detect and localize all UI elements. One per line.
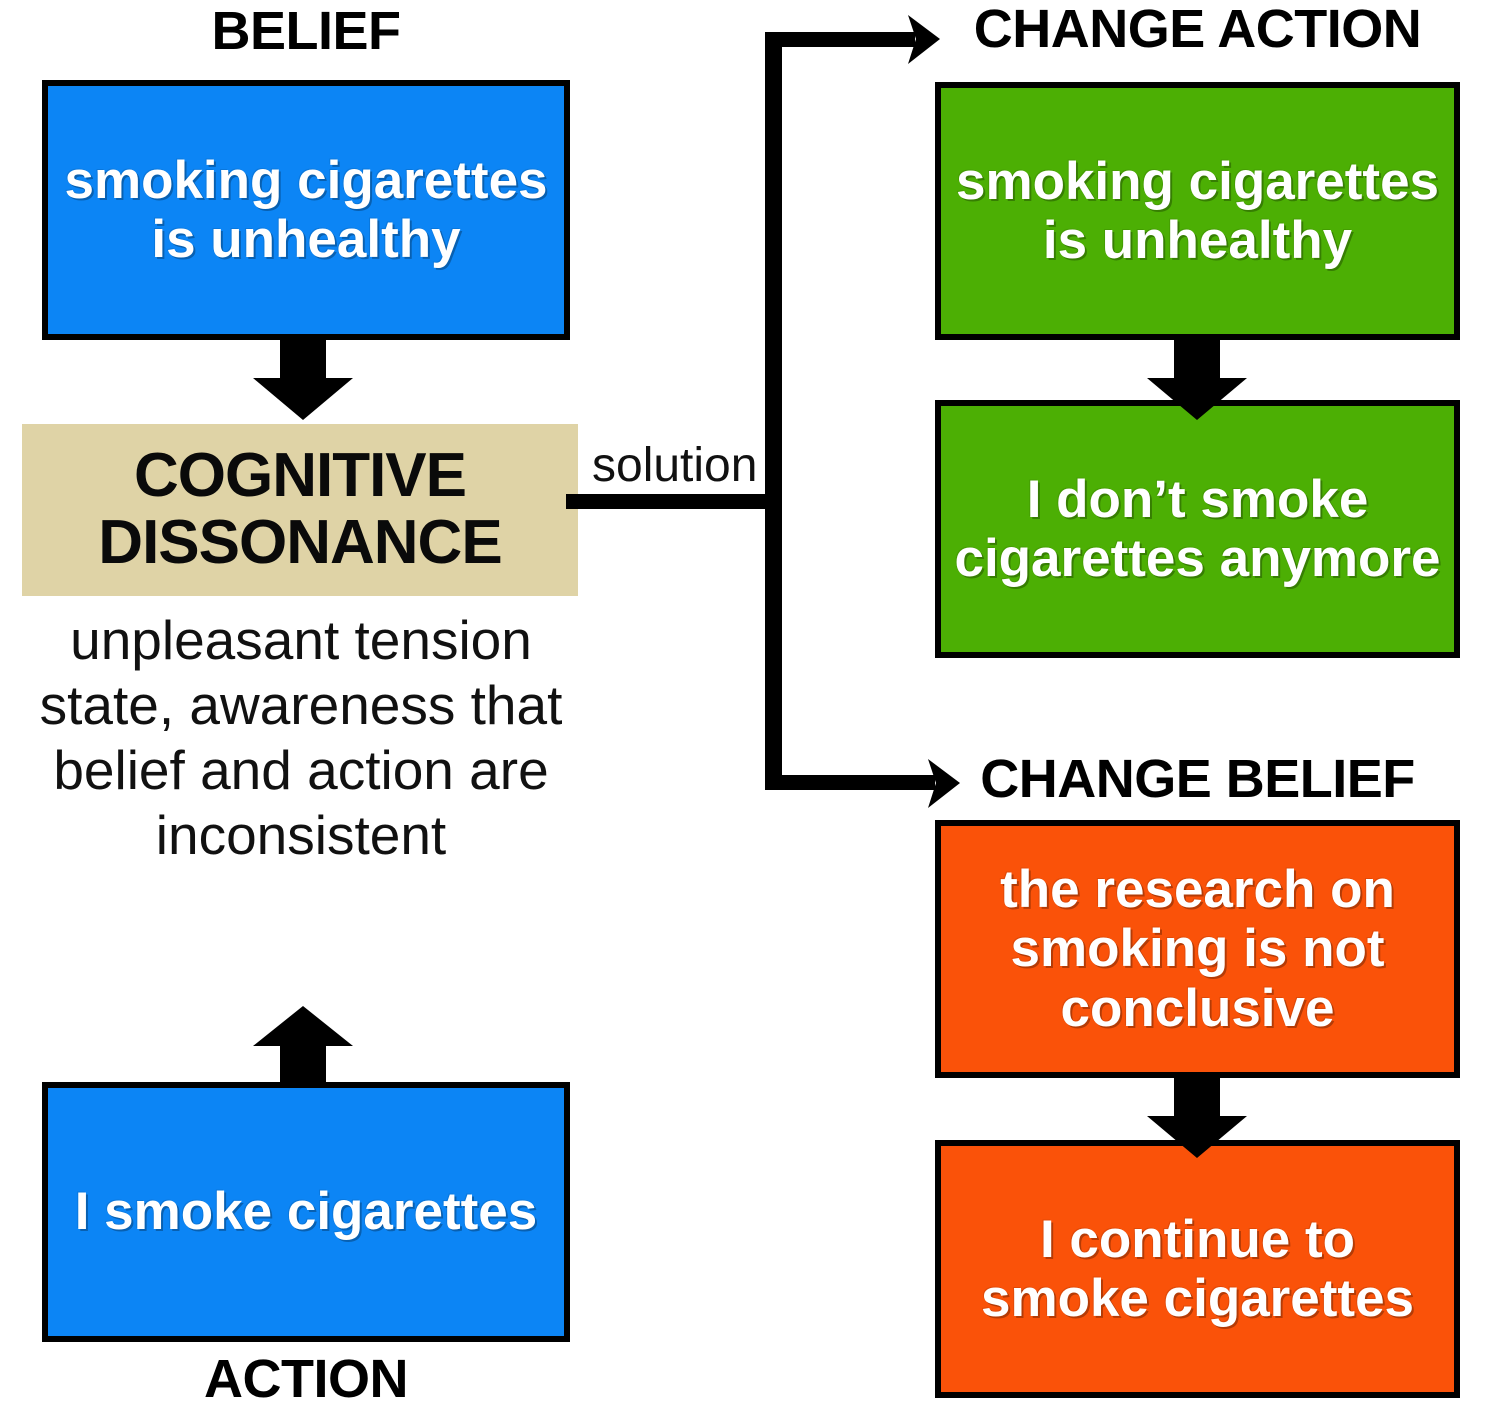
change-belief-behavior-box: I continue to smoke cigarettes [935,1140,1460,1398]
arrow-solution-branch [566,15,960,808]
change-belief-section-label: CHANGE BELIEF [980,749,1415,809]
belief-box: smoking cigarettes is unhealthy [42,80,570,340]
cognitive-dissonance-description: unpleasant tension state, awareness that… [39,609,563,866]
change-action-behavior-box: I don’t smoke cigarettes anymore [935,400,1460,658]
change-belief-belief-box: the research on smoking is not conclusiv… [935,820,1460,1078]
change-action-belief-box: smoking cigarettes is unhealthy [935,82,1460,340]
belief-box-text: smoking cigarettes is unhealthy [64,150,548,269]
change-action-section-label: CHANGE ACTION [973,0,1422,59]
arrow-belief-to-dissonance [253,338,353,420]
change-belief-behavior-text: I continue to smoke cigarettes [980,1209,1415,1328]
change-action-behavior-text: I don’t smoke cigarettes anymore [954,469,1441,588]
cognitive-dissonance-box: COGNITIVE DISSONANCE [22,424,578,596]
action-section-label: ACTION [204,1349,408,1409]
action-box-text: I smoke cigarettes [74,1182,538,1242]
change-belief-belief-text: the research on smoking is not conclusiv… [1000,859,1395,1038]
cognitive-dissonance-heading-line2: DISSONANCE [98,508,502,577]
belief-section-label: BELIEF [211,1,401,61]
arrow-action-to-dissonance [253,1006,353,1084]
cognitive-dissonance-heading-line1: COGNITIVE [133,441,467,511]
change-action-belief-text: smoking cigarettes is unhealthy [955,151,1440,270]
solution-connector-label: solution [592,439,758,492]
action-box: I smoke cigarettes [42,1082,570,1342]
